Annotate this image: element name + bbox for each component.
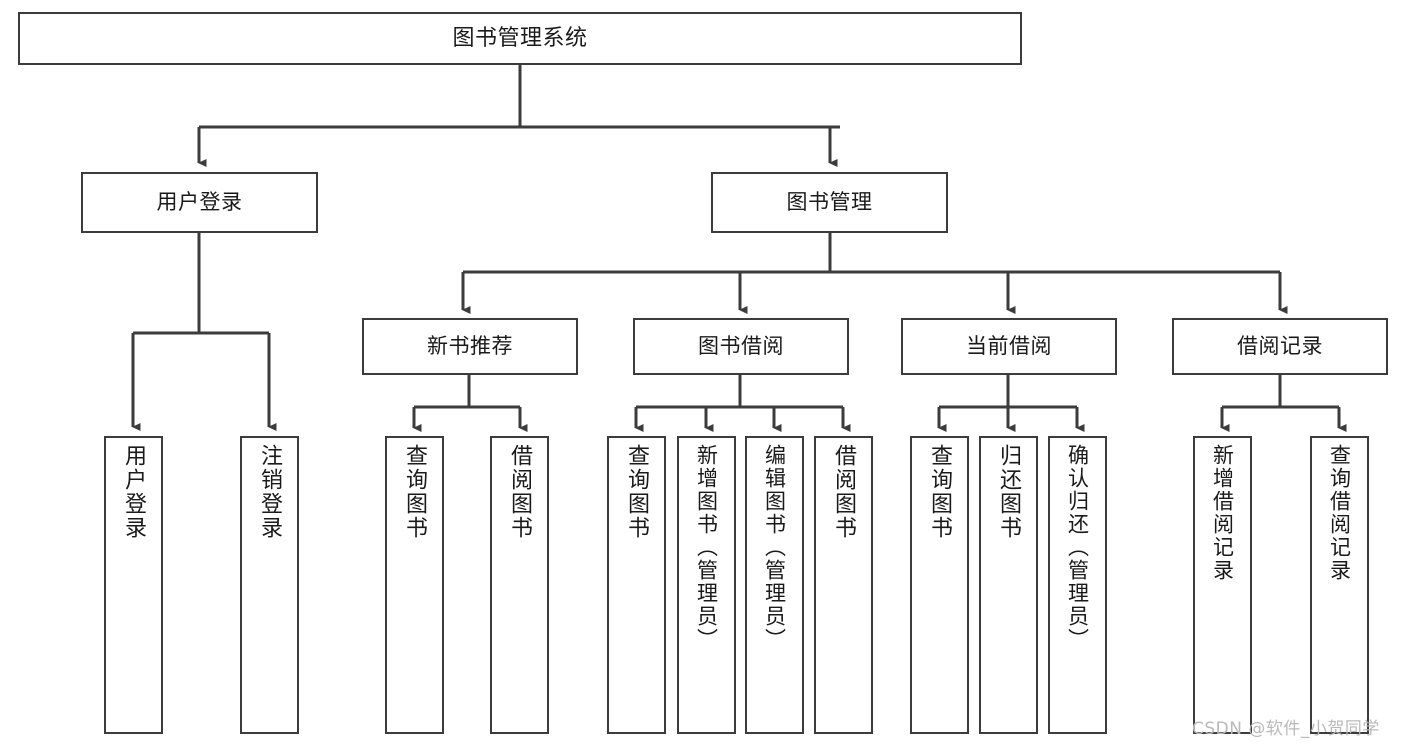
node-label: 查询图书 bbox=[402, 444, 428, 540]
leaf-book-borrow-borrow[interactable]: 借阅图书 bbox=[814, 436, 873, 734]
node-label: 归还图书 bbox=[996, 444, 1022, 540]
leaf-borrow-record-add[interactable]: 新增借阅记录 bbox=[1193, 436, 1252, 734]
node-user-login[interactable]: 用户登录 bbox=[81, 172, 318, 233]
csdn-watermark: CSDN @软件_小贺同学 bbox=[1192, 719, 1380, 739]
node-label: 注销登录 bbox=[257, 444, 283, 540]
node-current-borrow[interactable]: 当前借阅 bbox=[901, 318, 1117, 375]
leaf-book-borrow-add-admin[interactable]: 新增图书（管理员） bbox=[677, 436, 736, 734]
leaf-new-book-borrow[interactable]: 借阅图书 bbox=[490, 436, 549, 734]
leaf-book-borrow-edit-admin[interactable]: 编辑图书（管理员） bbox=[745, 436, 804, 734]
node-label: 确认归还（管理员） bbox=[1065, 444, 1090, 651]
node-book-borrow[interactable]: 图书借阅 bbox=[633, 318, 849, 375]
node-label: 新增借阅记录 bbox=[1210, 444, 1235, 582]
leaf-user-login-logout[interactable]: 注销登录 bbox=[240, 436, 299, 734]
leaf-book-borrow-query[interactable]: 查询图书 bbox=[607, 436, 666, 734]
leaf-current-borrow-confirm-admin[interactable]: 确认归还（管理员） bbox=[1048, 436, 1107, 734]
node-label: 新增图书（管理员） bbox=[694, 444, 719, 651]
node-label: 图书管理系统 bbox=[452, 25, 588, 51]
node-label: 借阅图书 bbox=[507, 444, 533, 540]
leaf-current-borrow-return[interactable]: 归还图书 bbox=[979, 436, 1038, 734]
node-new-book-recommend[interactable]: 新书推荐 bbox=[362, 318, 578, 375]
node-root-system[interactable]: 图书管理系统 bbox=[18, 12, 1022, 65]
node-label: 借阅记录 bbox=[1237, 334, 1323, 359]
node-label: 用户登录 bbox=[156, 190, 243, 215]
node-label: 图书管理 bbox=[786, 190, 873, 215]
leaf-current-borrow-query[interactable]: 查询图书 bbox=[910, 436, 969, 734]
leaf-borrow-record-query[interactable]: 查询借阅记录 bbox=[1310, 436, 1369, 734]
node-label: 查询借阅记录 bbox=[1327, 444, 1352, 582]
node-book-management[interactable]: 图书管理 bbox=[711, 172, 948, 233]
leaf-user-login-login[interactable]: 用户登录 bbox=[104, 436, 163, 734]
node-label: 新书推荐 bbox=[427, 334, 513, 359]
node-label: 用户登录 bbox=[121, 444, 147, 540]
node-label: 编辑图书（管理员） bbox=[762, 444, 787, 651]
node-label: 当前借阅 bbox=[966, 334, 1052, 359]
node-borrow-record[interactable]: 借阅记录 bbox=[1172, 318, 1388, 375]
leaf-new-book-query[interactable]: 查询图书 bbox=[385, 436, 444, 734]
node-label: 借阅图书 bbox=[831, 444, 857, 540]
node-label: 查询图书 bbox=[927, 444, 953, 540]
node-label: 图书借阅 bbox=[698, 334, 784, 359]
node-label: 查询图书 bbox=[624, 444, 650, 540]
